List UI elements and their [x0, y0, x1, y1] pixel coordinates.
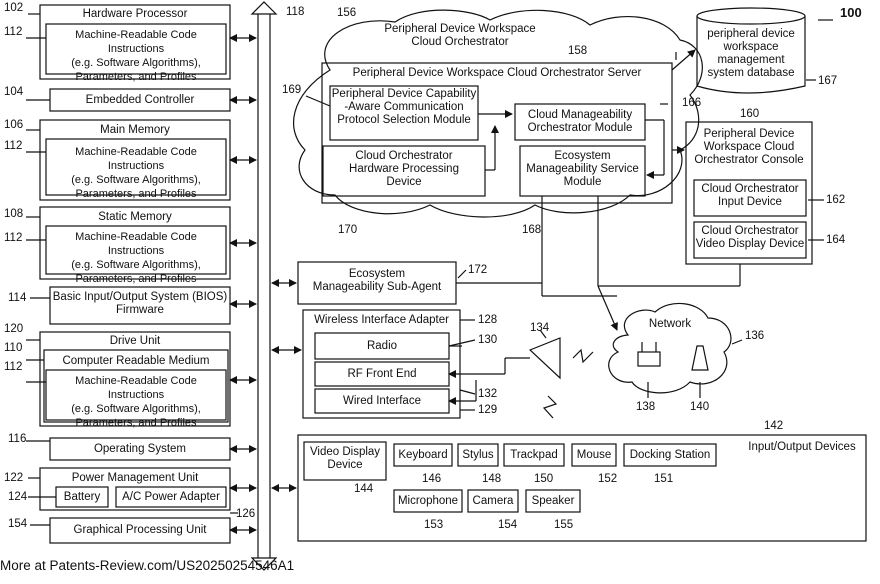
- source-watermark: More at Patents-Review.com/US20250254546…: [0, 558, 294, 573]
- ref-170: 170: [338, 224, 357, 237]
- drive-unit-code: Machine-Readable Code Instructions (e.g.…: [46, 374, 226, 430]
- ref-104: 104: [4, 86, 23, 99]
- ref-155: 155: [554, 519, 573, 532]
- ref-150: 150: [534, 473, 553, 486]
- ref-122: 122: [4, 472, 23, 485]
- static-memory-title: Static Memory: [40, 211, 230, 224]
- ref-138: 138: [636, 401, 655, 414]
- ref-120: 120: [4, 323, 23, 336]
- io-docking-station: Docking Station: [624, 449, 716, 462]
- io-devices-title: Input/Output Devices: [740, 441, 864, 454]
- io-microphone: Microphone: [394, 495, 462, 508]
- ref-168: 168: [522, 224, 541, 237]
- ref-108: 108: [4, 208, 23, 221]
- ref-129: 129: [478, 404, 497, 417]
- io-speaker: Speaker: [526, 495, 580, 508]
- sub-agent-label: Ecosystem Manageability Sub-Agent: [298, 268, 456, 294]
- ref-112a: 112: [4, 26, 22, 39]
- ref-164: 164: [826, 234, 845, 247]
- io-camera: Camera: [468, 495, 518, 508]
- wired-interface-label: Wired Interface: [315, 395, 449, 408]
- ref-154-gpu: 154: [8, 518, 27, 531]
- hardware-processing-label: Cloud Orchestrator Hardware Processing D…: [323, 150, 485, 189]
- ref-134: 134: [530, 322, 549, 335]
- ref-126: 126: [236, 508, 255, 521]
- ref-153: 153: [424, 519, 443, 532]
- network-cloud: [609, 303, 731, 392]
- ref-130: 130: [478, 334, 497, 347]
- figure-number: 100: [840, 6, 862, 19]
- wireless-title: Wireless Interface Adapter: [303, 314, 460, 327]
- ref-132: 132: [478, 388, 497, 401]
- battery-label: Battery: [56, 491, 108, 504]
- console-input-label: Cloud Orchestrator Input Device: [694, 183, 806, 209]
- network-label: Network: [640, 318, 700, 331]
- drive-unit-title: Drive Unit: [40, 335, 230, 348]
- ref-148: 148: [482, 473, 501, 486]
- main-memory-code: Machine-Readable Code Instructions (e.g.…: [46, 145, 226, 201]
- server-title: Peripheral Device Workspace Cloud Orches…: [322, 67, 672, 80]
- ref-151: 151: [654, 473, 673, 486]
- io-trackpad: Trackpad: [504, 449, 564, 462]
- ref-112d: 112: [4, 361, 22, 374]
- ref-169: 169: [282, 84, 301, 97]
- console-title: Peripheral Device Workspace Cloud Orches…: [686, 128, 812, 167]
- ref-110: 110: [4, 342, 22, 355]
- rf-front-end-label: RF Front End: [315, 368, 449, 381]
- ref-166: 166: [682, 97, 701, 110]
- ref-140: 140: [690, 401, 709, 414]
- ref-160: 160: [740, 108, 759, 121]
- database-label: peripheral device workspace management s…: [697, 28, 805, 80]
- ref-172: 172: [468, 264, 487, 277]
- capability-module-label: Peripheral Device Capability -Aware Comm…: [330, 88, 478, 127]
- cloud-title: Peripheral Device Workspace Cloud Orches…: [370, 23, 550, 49]
- hardware-processor-code: Machine-Readable Code Instructions (e.g.…: [46, 28, 226, 84]
- ref-102: 102: [4, 2, 23, 15]
- ref-158: 158: [568, 45, 587, 58]
- ref-128: 128: [478, 314, 497, 327]
- ref-167: 167: [818, 75, 837, 88]
- main-memory-title: Main Memory: [40, 124, 230, 137]
- ref-112c: 112: [4, 232, 22, 245]
- crm-label: Computer Readable Medium: [44, 355, 228, 368]
- ref-162: 162: [826, 194, 845, 207]
- ref-112b: 112: [4, 140, 22, 153]
- power-management-title: Power Management Unit: [40, 472, 230, 485]
- bios-label: Basic Input/Output System (BIOS) Firmwar…: [50, 291, 230, 317]
- ref-136: 136: [745, 330, 764, 343]
- ref-154-camera: 154: [498, 519, 517, 532]
- ref-118: 118: [286, 6, 304, 19]
- ref-116: 116: [8, 433, 26, 446]
- ref-142: 142: [764, 420, 783, 433]
- ref-114: 114: [8, 292, 26, 305]
- embedded-controller-label: Embedded Controller: [50, 94, 230, 107]
- io-keyboard: Keyboard: [394, 449, 452, 462]
- io-stylus: Stylus: [458, 449, 498, 462]
- ref-144: 144: [354, 483, 373, 496]
- radio-label: Radio: [315, 340, 449, 353]
- antenna-symbol: [530, 338, 560, 378]
- io-video-display: Video Display Device: [304, 446, 386, 472]
- adapter-label: A/C Power Adapter: [116, 491, 226, 504]
- manageability-orchestrator-label: Cloud Manageability Orchestrator Module: [515, 109, 645, 135]
- ref-124: 124: [8, 491, 27, 504]
- ecosystem-service-label: Ecosystem Manageability Service Module: [520, 150, 645, 189]
- ref-156: 156: [337, 7, 356, 20]
- io-mouse: Mouse: [572, 449, 616, 462]
- gpu-label: Graphical Processing Unit: [50, 524, 230, 537]
- operating-system-label: Operating System: [50, 443, 230, 456]
- ref-152: 152: [598, 473, 617, 486]
- ref-146: 146: [422, 473, 441, 486]
- hardware-processor-title: Hardware Processor: [40, 8, 230, 21]
- ref-106: 106: [4, 119, 23, 132]
- static-memory-code: Machine-Readable Code Instructions (e.g.…: [46, 230, 226, 286]
- console-display-label: Cloud Orchestrator Video Display Device: [694, 225, 806, 251]
